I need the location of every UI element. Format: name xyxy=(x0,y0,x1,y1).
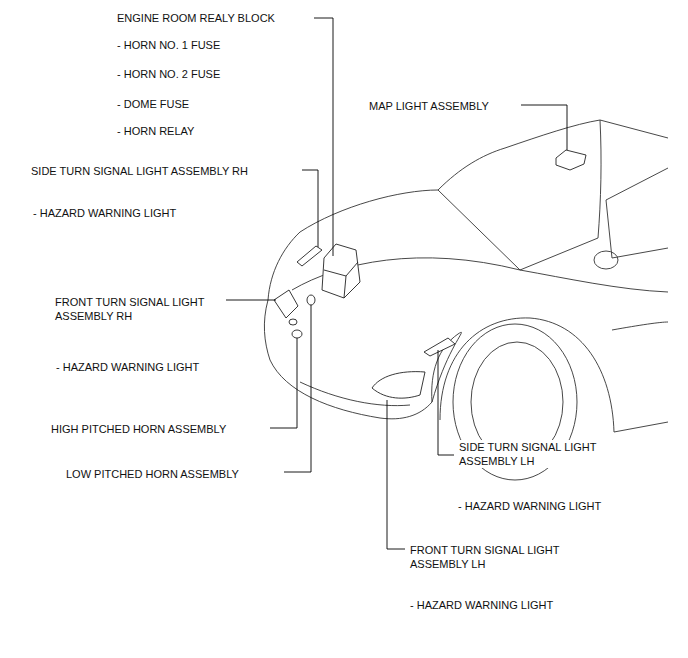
leader-line xyxy=(387,400,405,549)
side-turn-signal-lh xyxy=(424,338,455,356)
leader-line xyxy=(226,300,276,301)
leader-line xyxy=(284,305,311,472)
part-label: - HORN NO. 1 FUSE xyxy=(116,38,221,52)
part-label: - HAZARD WARNING LIGHT xyxy=(457,499,602,513)
part-label: LOW PITCHED HORN ASSEMBLY xyxy=(65,467,240,481)
front-bumper xyxy=(264,300,432,419)
leader-line xyxy=(270,338,297,428)
part-label: SIDE TURN SIGNAL LIGHT ASSEMBLY RH xyxy=(30,164,249,178)
side-turn-signal-rh xyxy=(297,246,322,266)
part-label: SIDE TURN SIGNAL LIGHT ASSEMBLY LH xyxy=(458,440,620,468)
wheel-arch xyxy=(440,318,614,432)
high-pitched-horn xyxy=(292,330,302,338)
hood-side xyxy=(268,232,300,300)
leader-line xyxy=(302,170,318,247)
part-label: - DOME FUSE xyxy=(116,97,190,111)
side-window xyxy=(606,168,668,258)
fender-line xyxy=(520,270,668,292)
parts xyxy=(274,150,586,398)
horn-lens xyxy=(289,319,297,325)
car-body xyxy=(264,120,668,480)
roof-line xyxy=(505,120,668,148)
leader-lines xyxy=(226,18,567,549)
windshield-frame xyxy=(438,148,505,190)
part-label: - HAZARD WARNING LIGHT xyxy=(55,360,200,374)
map-light xyxy=(556,150,586,170)
leader-line xyxy=(521,105,567,150)
leader-line xyxy=(314,18,333,256)
front-turn-signal-lh xyxy=(372,372,425,399)
part-label: - HAZARD WARNING LIGHT xyxy=(32,206,177,220)
windshield-base xyxy=(438,190,598,270)
leader-line xyxy=(438,350,454,455)
part-label: ENGINE ROOM REALY BLOCK xyxy=(116,11,276,25)
hood-edge xyxy=(300,190,438,232)
part-label: FRONT TURN SIGNAL LIGHT ASSEMBLY RH xyxy=(54,295,226,323)
part-label: MAP LIGHT ASSEMBLY xyxy=(368,99,490,113)
front-turn-signal-rh xyxy=(274,290,298,318)
side-skirt xyxy=(614,422,668,432)
relay-block-detail xyxy=(324,262,358,298)
engine-room-relay-block xyxy=(322,244,360,298)
a-pillar xyxy=(598,120,601,238)
part-label: FRONT TURN SIGNAL LIGHT ASSEMBLY LH xyxy=(409,543,581,571)
low-pitched-horn xyxy=(307,295,315,305)
part-label: HIGH PITCHED HORN ASSEMBLY xyxy=(50,422,227,436)
side-mirror xyxy=(594,251,618,269)
body-side xyxy=(612,322,668,330)
part-label: - HORN NO. 2 FUSE xyxy=(116,67,221,81)
part-label: - HORN RELAY xyxy=(116,124,195,138)
part-label: - HAZARD WARNING LIGHT xyxy=(409,598,554,612)
